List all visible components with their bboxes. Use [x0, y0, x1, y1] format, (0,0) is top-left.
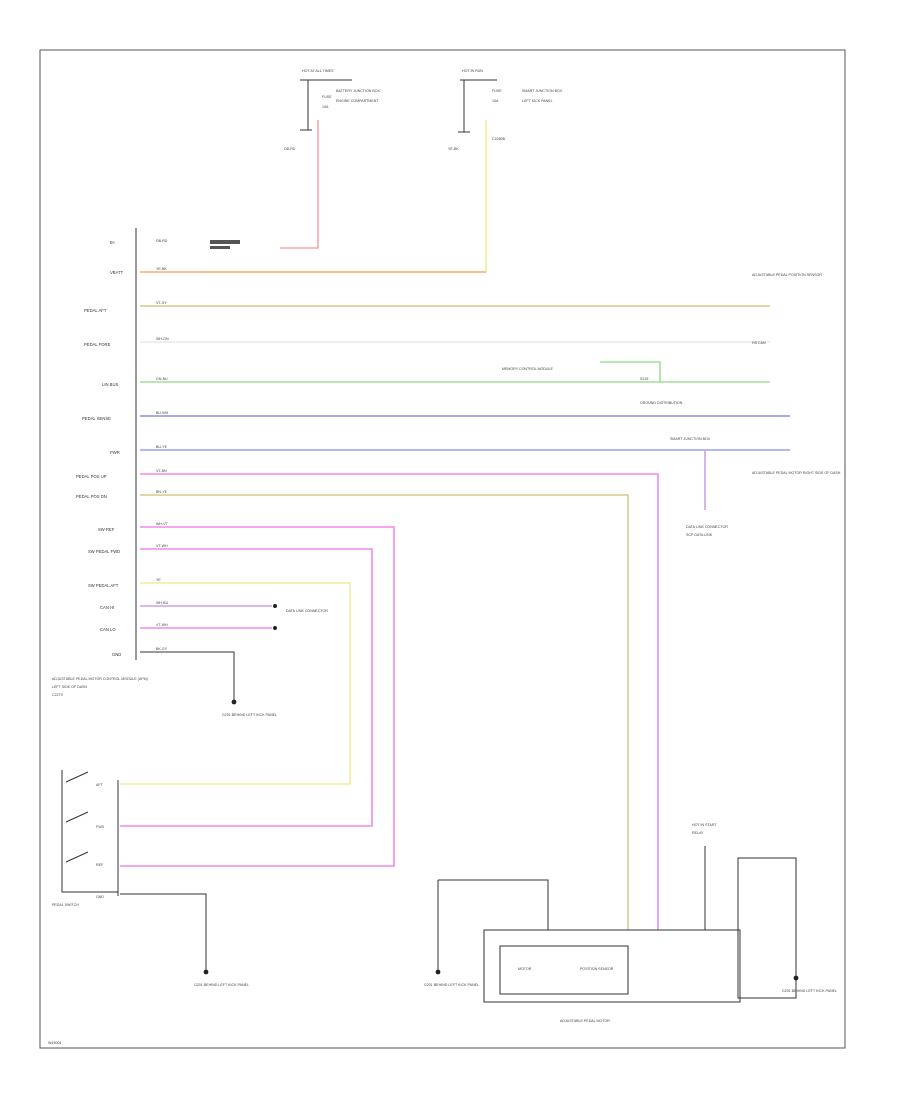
relay-block: HOT IN START RELAY G201 BEHIND LEFT KICK…: [692, 823, 837, 999]
svg-text:BATTERY JUNCTION BOX: BATTERY JUNCTION BOX: [336, 89, 381, 93]
fuse-block-right: HOT IN RUN FUSE 10A SMART JUNCTION BOX L…: [448, 69, 563, 151]
svg-text:GND: GND: [96, 895, 104, 899]
footer-code: W49004: [48, 1041, 61, 1045]
svg-text:SW PEDAL AFT: SW PEDAL AFT: [88, 583, 119, 588]
svg-text:WH-GN: WH-GN: [156, 337, 169, 341]
svg-text:PWR: PWR: [110, 450, 120, 455]
right-labels: ADJUSTABLE PEDAL POSITION SENSOR HS CAN …: [502, 273, 841, 537]
svg-text:BU-WH: BU-WH: [156, 411, 169, 415]
svg-text:BU-YE: BU-YE: [156, 445, 168, 449]
svg-text:G201 BEHIND LEFT KICK PANEL: G201 BEHIND LEFT KICK PANEL: [782, 989, 837, 993]
svg-text:PEDAL AFT: PEDAL AFT: [84, 308, 107, 313]
pedal-motor-unit: MOTOR POSITION SENSOR ADJUSTABLE PEDAL M…: [424, 879, 741, 1023]
svg-text:ENGINE COMPARTMENT: ENGINE COMPARTMENT: [336, 99, 379, 103]
svg-text:YE-BK: YE-BK: [448, 147, 459, 151]
fuse-block-left: HOT AT ALL TIMES FUSE 15A BATTERY JUNCTI…: [284, 69, 381, 151]
svg-text:PEDAL FORE: PEDAL FORE: [84, 342, 111, 347]
svg-text:10A: 10A: [492, 99, 499, 103]
wire-red-feed: [280, 120, 319, 249]
svg-text:G201 BEHIND LEFT KICK PANEL: G201 BEHIND LEFT KICK PANEL: [424, 983, 479, 987]
svg-text:SW REF: SW REF: [98, 527, 115, 532]
ground-1: G201 BEHIND LEFT KICK PANEL: [222, 699, 277, 717]
svg-text:DB-RD: DB-RD: [284, 147, 296, 151]
svg-text:ADJUSTABLE PEDAL MOTOR RIGHT S: ADJUSTABLE PEDAL MOTOR RIGHT SIDE OF DAS…: [752, 471, 841, 475]
svg-text:LEFT SIDE OF DASH: LEFT SIDE OF DASH: [52, 685, 87, 689]
svg-text:FUSE: FUSE: [492, 89, 502, 93]
pedal-switch: PEDAL SWITCH AFT FWD REF GND G201 BEHIND…: [52, 770, 249, 987]
svg-text:RELAY: RELAY: [692, 831, 704, 835]
svg-text:DATA LINK CONNECTOR: DATA LINK CONNECTOR: [286, 609, 328, 613]
svg-text:FWD: FWD: [96, 825, 105, 829]
svg-text:HS CAN: HS CAN: [752, 341, 766, 345]
svg-text:DATA LINK CONNECTOR: DATA LINK CONNECTOR: [686, 525, 728, 529]
svg-text:LIN BUS: LIN BUS: [102, 382, 118, 387]
svg-text:DB-RD: DB-RD: [156, 239, 168, 243]
svg-text:CAN LO: CAN LO: [100, 627, 116, 632]
svg-text:HOT IN RUN: HOT IN RUN: [462, 69, 483, 73]
svg-text:VT-BN: VT-BN: [156, 469, 167, 473]
svg-text:YE: YE: [156, 578, 161, 582]
svg-text:PEDAL SENSE: PEDAL SENSE: [82, 416, 111, 421]
svg-text:G201 BEHIND LEFT KICK PANEL: G201 BEHIND LEFT KICK PANEL: [194, 983, 249, 987]
can-connector: DATA LINK CONNECTOR: [273, 604, 328, 630]
svg-text:FUSE: FUSE: [322, 95, 332, 99]
svg-text:GND: GND: [112, 652, 121, 657]
svg-text:PEDAL POS UP: PEDAL POS UP: [76, 474, 107, 479]
svg-text:HOT AT ALL TIMES: HOT AT ALL TIMES: [302, 69, 334, 73]
svg-text:SW PEDAL FWD: SW PEDAL FWD: [88, 549, 120, 554]
svg-text:VBATT: VBATT: [110, 270, 124, 275]
svg-text:BN-YE: BN-YE: [156, 490, 168, 494]
svg-text:S215: S215: [640, 377, 648, 381]
wire-stubs: [210, 240, 240, 249]
svg-text:WH-VT: WH-VT: [156, 522, 169, 526]
wire-color-labels: DB-RD YE-BK VT-GY WH-GN GN-BU BU-WH BU-Y…: [156, 239, 169, 651]
svg-text:WH-BU: WH-BU: [156, 601, 169, 605]
svg-text:HOT IN START: HOT IN START: [692, 823, 717, 827]
svg-text:CAN HI: CAN HI: [100, 605, 114, 610]
signal-wires: [120, 271, 790, 930]
svg-text:SMART JUNCTION BOX: SMART JUNCTION BOX: [522, 89, 563, 93]
svg-text:LEFT KICK PANEL: LEFT KICK PANEL: [522, 99, 553, 103]
module-signal-labels: B+ VBATT PEDAL AFT PEDAL FORE LIN BUS PE…: [76, 240, 124, 657]
svg-text:ADJUSTABLE PEDAL POSITION SENS: ADJUSTABLE PEDAL POSITION SENSOR: [752, 273, 822, 277]
svg-text:SMART JUNCTION BOX: SMART JUNCTION BOX: [670, 437, 711, 441]
svg-text:GROUND DISTRIBUTION: GROUND DISTRIBUTION: [640, 401, 683, 405]
svg-text:MEMORY CONTROL MODULE: MEMORY CONTROL MODULE: [502, 367, 553, 371]
svg-text:PEDAL SWITCH: PEDAL SWITCH: [52, 903, 79, 907]
svg-text:SCP DATA LINK: SCP DATA LINK: [686, 533, 713, 537]
svg-text:AFT: AFT: [96, 783, 104, 787]
svg-text:MOTOR: MOTOR: [518, 967, 532, 971]
svg-text:VT-GY: VT-GY: [156, 301, 167, 305]
svg-text:ADJUSTABLE PEDAL MOTOR: ADJUSTABLE PEDAL MOTOR: [560, 1019, 610, 1023]
svg-text:YE-BK: YE-BK: [156, 267, 167, 271]
svg-text:B+: B+: [110, 240, 116, 245]
svg-text:15A: 15A: [322, 105, 329, 109]
svg-text:C2279: C2279: [52, 693, 63, 697]
svg-text:VT-WH: VT-WH: [156, 623, 168, 627]
svg-text:REF: REF: [96, 863, 104, 867]
svg-text:ADJUSTABLE PEDAL MOTOR CONTROL: ADJUSTABLE PEDAL MOTOR CONTROL MODULE (A…: [52, 677, 148, 681]
svg-text:GN-BU: GN-BU: [156, 377, 168, 381]
svg-text:C2280B: C2280B: [492, 137, 506, 141]
svg-text:PEDAL POS DN: PEDAL POS DN: [76, 494, 107, 499]
svg-text:BK-GY: BK-GY: [156, 647, 168, 651]
svg-text:G201 BEHIND LEFT KICK PANEL: G201 BEHIND LEFT KICK PANEL: [222, 713, 277, 717]
wire-yellow-feed: [200, 120, 487, 273]
svg-text:POSITION SENSOR: POSITION SENSOR: [580, 967, 614, 971]
module-label: ADJUSTABLE PEDAL MOTOR CONTROL MODULE (A…: [52, 677, 148, 697]
svg-text:VT-WH: VT-WH: [156, 544, 168, 548]
diagram-frame: [39, 49, 846, 1049]
